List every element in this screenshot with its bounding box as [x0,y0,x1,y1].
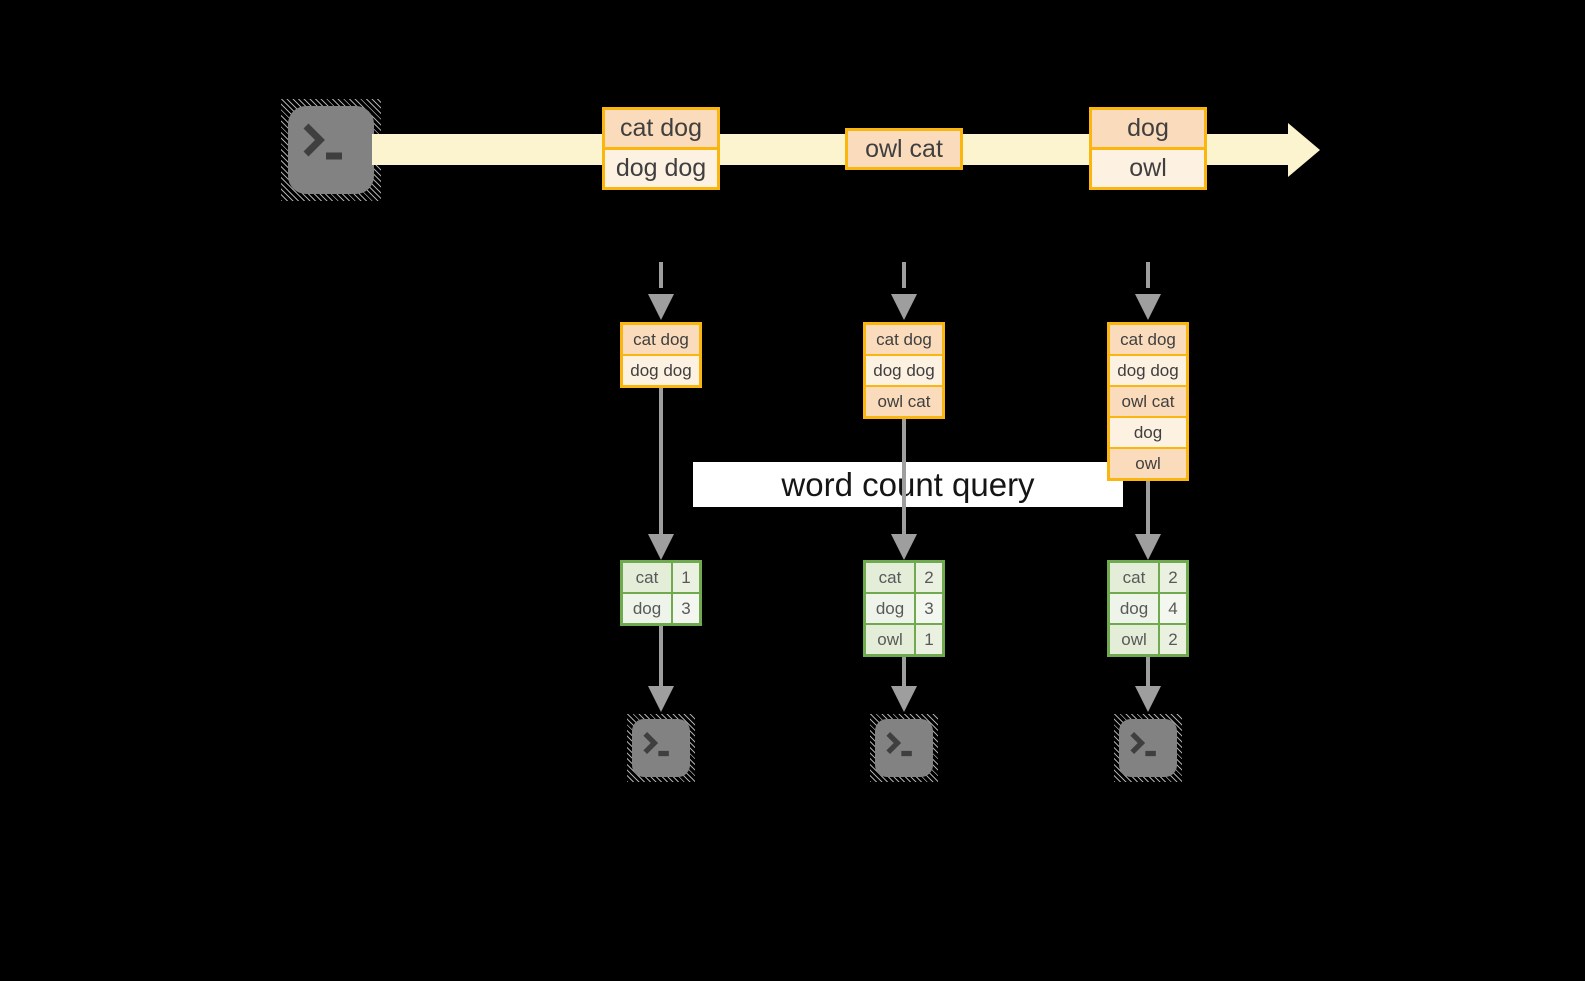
batch-item: owl [1092,150,1204,187]
terminal-prompt-icon [643,732,669,757]
word-cell: cat [866,563,914,592]
table-row: cat 2 [1110,563,1186,592]
terminal-icon-body [875,719,933,777]
word-cell: cat [623,563,671,592]
state-item: dog dog [1110,356,1186,385]
arrowhead [1135,534,1161,560]
state-item: owl cat [866,387,942,416]
arrow-line [902,657,906,686]
word-cell: owl [866,625,914,654]
word-cell: dog [1110,594,1158,623]
table-row: cat 2 [866,563,942,592]
arrow-line [1146,481,1150,534]
count-cell: 2 [1160,625,1186,654]
count-cell: 4 [1160,594,1186,623]
arrow-line [659,626,663,686]
word-cell: dog [623,594,671,623]
arrow-line [659,388,663,534]
terminal-prompt-icon [886,732,912,757]
arrow-line [1146,657,1150,686]
arrowhead [1135,686,1161,712]
table-row: owl 1 [866,625,942,654]
state-item: owl [1110,449,1186,478]
dashed-arrow-line [1146,262,1150,288]
count-table-2: cat 2 dog 3 owl 1 [863,560,945,657]
state-box-1: cat dog dog dog [620,322,702,388]
batch-item: dog dog [605,150,717,187]
state-item: cat dog [1110,325,1186,354]
batch-item: cat dog [605,110,717,147]
stream-batch-1: cat dog dog dog [602,107,720,190]
count-cell: 1 [673,563,699,592]
table-row: owl 2 [1110,625,1186,654]
terminal-icon [627,714,695,782]
dashed-arrow-line [902,262,906,288]
state-box-3: cat dog dog dog owl cat dog owl [1107,322,1189,481]
arrowhead [648,686,674,712]
stream-batch-3: dog owl [1089,107,1207,190]
state-item: dog dog [623,356,699,385]
dashed-arrowhead [1135,294,1161,320]
table-row: cat 1 [623,563,699,592]
word-cell: cat [1110,563,1158,592]
terminal-icon [281,99,381,201]
state-item: cat dog [623,325,699,354]
count-cell: 2 [1160,563,1186,592]
count-cell: 2 [916,563,942,592]
stream-batch-2: owl cat [845,128,963,170]
table-row: dog 3 [623,594,699,623]
word-cell: owl [1110,625,1158,654]
count-table-3: cat 2 dog 4 owl 2 [1107,560,1189,657]
terminal-icon-body [1119,719,1177,777]
arrow-line [902,419,906,534]
terminal-icon [1114,714,1182,782]
terminal-icon-body [288,106,374,194]
state-box-2: cat dog dog dog owl cat [863,322,945,419]
batch-item: dog [1092,110,1204,147]
dashed-arrowhead [891,294,917,320]
arrowhead [891,534,917,560]
count-cell: 3 [673,594,699,623]
state-item: cat dog [866,325,942,354]
state-item: owl cat [1110,387,1186,416]
dashed-arrowhead [648,294,674,320]
count-cell: 3 [916,594,942,623]
table-row: dog 4 [1110,594,1186,623]
count-cell: 1 [916,625,942,654]
table-row: dog 3 [866,594,942,623]
terminal-icon [870,714,938,782]
stream-arrowhead [1288,123,1320,177]
arrowhead [648,534,674,560]
query-label-banner: word count query [693,462,1123,507]
count-table-1: cat 1 dog 3 [620,560,702,626]
arrowhead [891,686,917,712]
batch-item: owl cat [848,131,960,167]
dashed-arrow-line [659,262,663,288]
state-item: dog [1110,418,1186,447]
terminal-icon-body [632,719,690,777]
state-item: dog dog [866,356,942,385]
word-cell: dog [866,594,914,623]
terminal-prompt-icon [303,123,342,160]
terminal-prompt-icon [1130,732,1156,757]
